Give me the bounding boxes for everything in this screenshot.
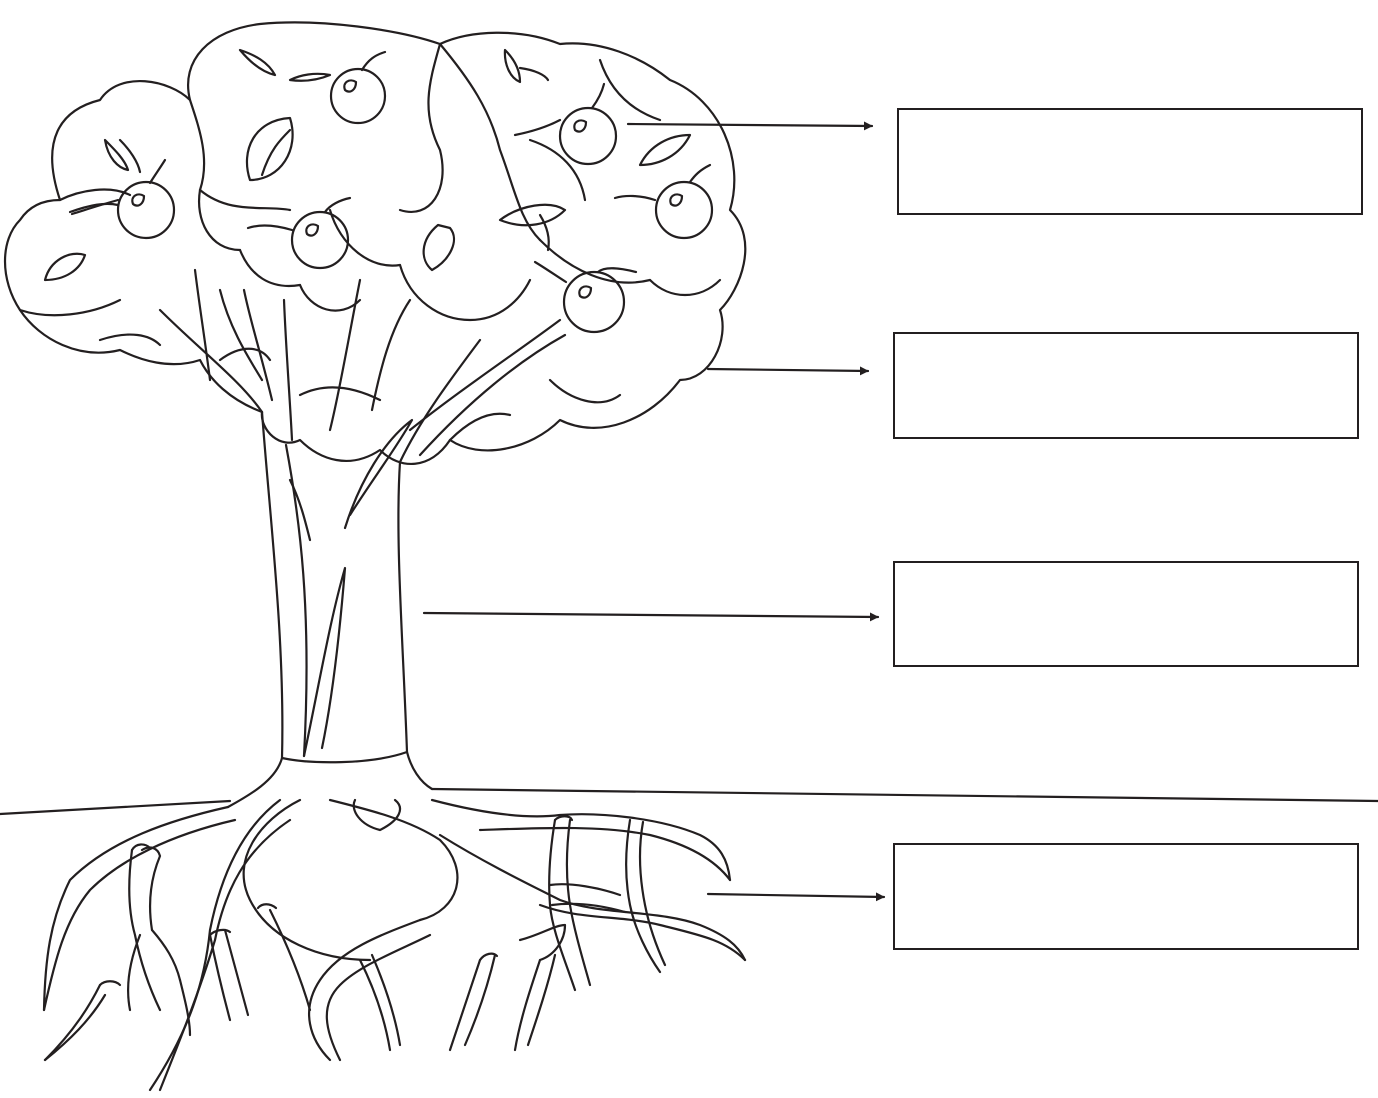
arrow-right-icon (628, 124, 872, 126)
roots (44, 800, 745, 1090)
ground-line (0, 789, 1378, 814)
apple (290, 52, 385, 123)
apple (615, 165, 712, 238)
apple (535, 262, 636, 332)
apple (72, 160, 174, 238)
label-box-trunk[interactable] (893, 561, 1359, 667)
trunk (228, 412, 432, 807)
apple-fruits (72, 52, 712, 332)
arrow-right-icon (708, 369, 868, 371)
apple (515, 84, 616, 164)
tree-crown (5, 22, 745, 464)
branches (160, 270, 565, 462)
arrow-right-icon (424, 613, 878, 617)
pointer-arrows (424, 124, 884, 897)
arrow-right-icon (708, 894, 884, 897)
label-box-crown[interactable] (893, 332, 1359, 439)
label-box-roots[interactable] (893, 843, 1359, 950)
leaves (45, 50, 690, 280)
label-box-fruit[interactable] (897, 108, 1363, 215)
